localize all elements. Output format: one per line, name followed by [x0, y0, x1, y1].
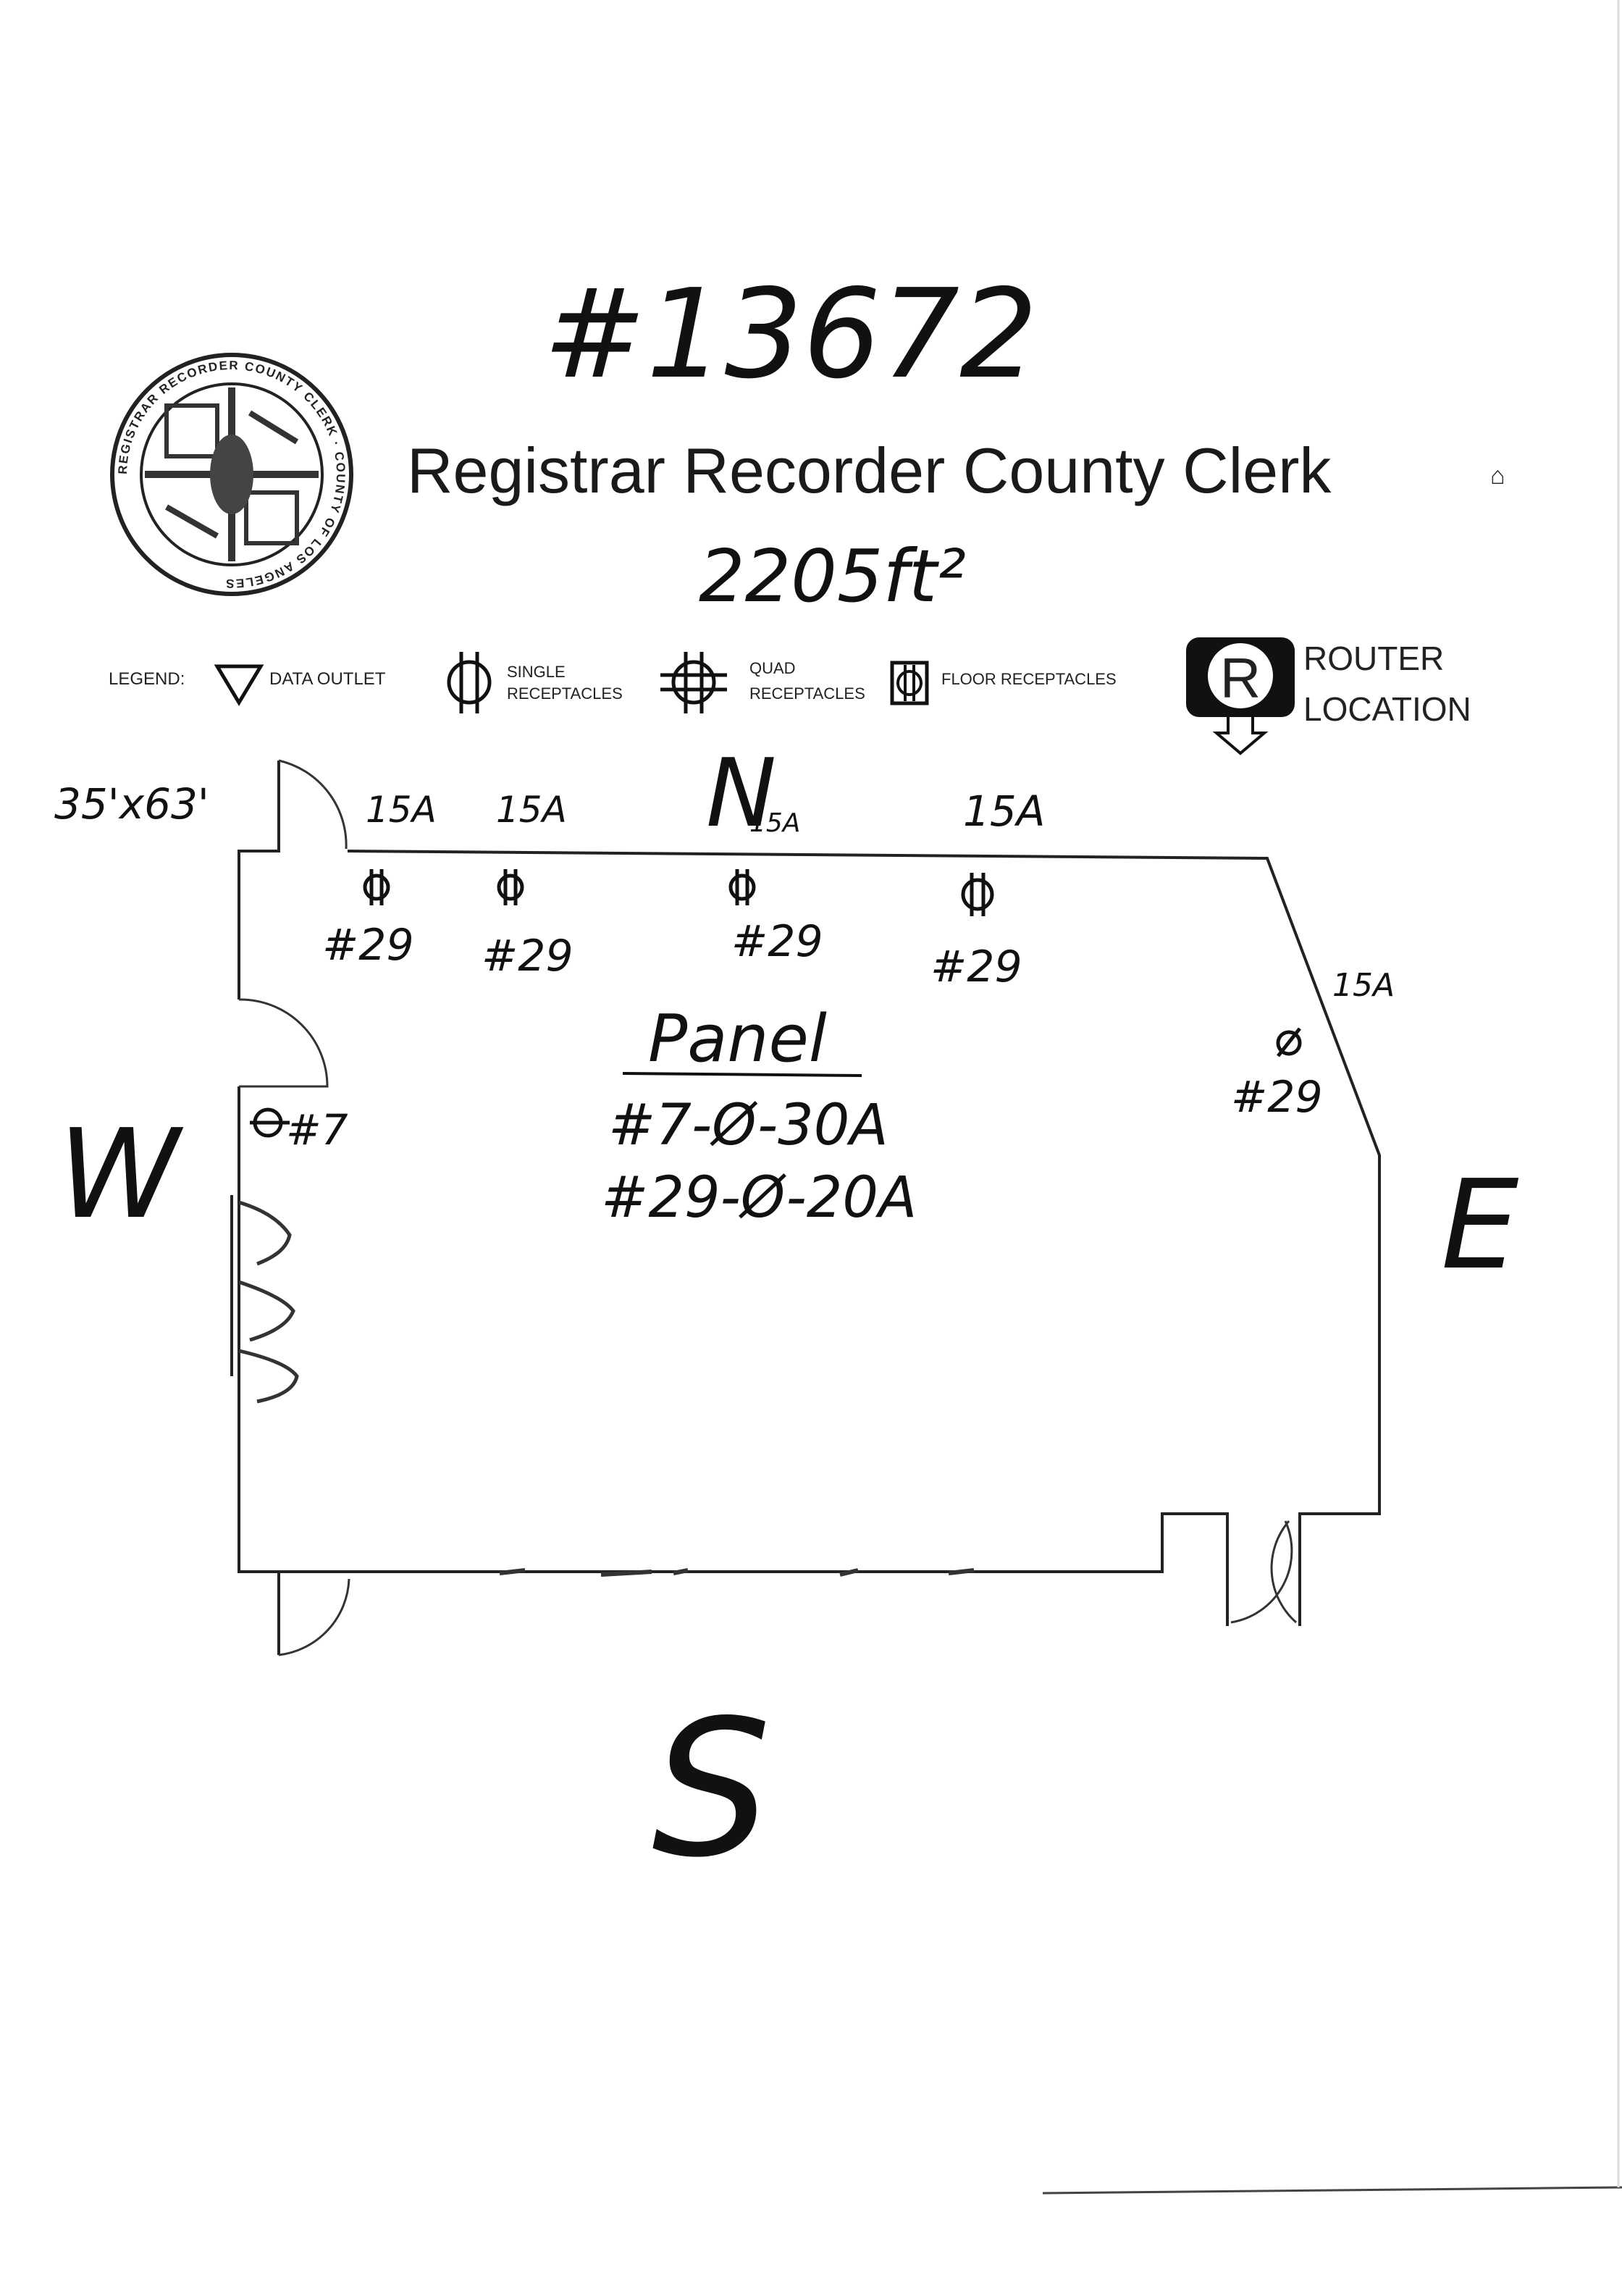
door-north-west: [278, 759, 348, 850]
page-edge-bottom: [1042, 2186, 1622, 2195]
outlet-5: 15A #29: [1231, 967, 1395, 1123]
outlet-circuit: #29: [731, 916, 823, 967]
doors: [238, 759, 1297, 1656]
single-receptacle-icon: [728, 869, 756, 905]
handwritten-number: #13672: [543, 263, 1038, 406]
outlet-amp: 15A: [749, 808, 800, 838]
door-west: [238, 998, 329, 1088]
county-seal-icon: REGISTRAR RECORDER COUNTY CLERK · COUNTY…: [110, 353, 353, 596]
legend-item-single-1: SINGLE: [507, 663, 566, 681]
single-receptacle-icon: [363, 869, 390, 905]
outlet-circuit: #29: [1231, 1072, 1323, 1123]
outlet-circuit: #29: [322, 920, 414, 971]
legend-router-1: ROUTER: [1303, 640, 1444, 677]
west-wall-windows: [238, 1200, 299, 1404]
legend-item-single-2: RECEPTACLES: [507, 684, 623, 703]
floor-receptacle-icon: [890, 661, 929, 705]
outlet-2: 15A #29: [482, 789, 573, 981]
legend-router-2: LOCATION: [1303, 690, 1471, 728]
single-receptacle-icon: [250, 1107, 290, 1138]
quad-receptacle-icon: [660, 652, 727, 713]
outlet-amp: 15A: [1332, 967, 1395, 1004]
legend: LEGEND: DATA OUTLET SINGLE RECEPTACLES Q…: [109, 637, 1471, 755]
document-title: Registrar Recorder County Clerk: [407, 435, 1332, 506]
compass-north: N: [706, 738, 776, 848]
room-dimensions: 35'x63': [54, 779, 209, 829]
outlet-circuit: #29: [482, 931, 573, 981]
outlet-circuit: #29: [930, 942, 1022, 992]
door-south-west: [278, 1578, 350, 1656]
compass-south: S: [652, 1680, 771, 1899]
panel-heading: Panel: [648, 1001, 827, 1077]
router-r-icon: R: [1186, 637, 1295, 755]
legend-label: LEGEND:: [109, 669, 185, 689]
outlet-1: 15A #29: [322, 789, 437, 971]
outlet-amp: 15A: [496, 789, 567, 831]
single-receptacle-icon: [961, 873, 994, 916]
panel-note: Panel #7-Ø-30A #29-Ø-20A: [601, 1001, 917, 1231]
legend-item-quad-1: QUAD: [749, 659, 796, 677]
south-wall-marks: [499, 1568, 975, 1577]
compass-west: W: [58, 1103, 184, 1247]
outlet-amp: 15A: [366, 789, 437, 831]
area-note: 2205ft²: [699, 534, 966, 619]
svg-text:R: R: [1220, 646, 1261, 710]
west-outlet-circuit: #7: [286, 1105, 348, 1155]
outlet-3: 15A #29: [728, 808, 823, 967]
outlet-amp: 15A: [963, 787, 1045, 836]
triangle-icon: [214, 664, 264, 706]
small-mark-icon: ⌂: [1490, 462, 1505, 490]
room-walls: [230, 761, 1381, 1655]
legend-item-floor: FLOOR RECEPTACLES: [941, 670, 1117, 688]
west-outlet: #7: [250, 1105, 348, 1155]
single-receptacle-icon: [497, 869, 524, 905]
single-receptacle-icon: [1276, 1027, 1302, 1057]
panel-line-2: #29-Ø-20A: [601, 1165, 917, 1231]
door-south-east: [1230, 1520, 1297, 1624]
compass-east: E: [1441, 1154, 1519, 1297]
panel-line-1: #7-Ø-30A: [608, 1093, 888, 1158]
legend-item-quad-2: RECEPTACLES: [749, 684, 865, 703]
single-receptacle-icon: [447, 652, 492, 713]
legend-item-data-outlet: DATA OUTLET: [269, 669, 386, 689]
outlet-4: 15A #29: [930, 787, 1045, 992]
